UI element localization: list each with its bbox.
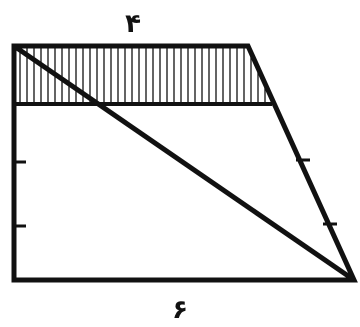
hatched-region <box>19 46 266 104</box>
top-side-label: ۴ <box>125 9 141 39</box>
diagonal-line <box>12 43 356 283</box>
bottom-side-label: ۶ <box>172 295 188 325</box>
